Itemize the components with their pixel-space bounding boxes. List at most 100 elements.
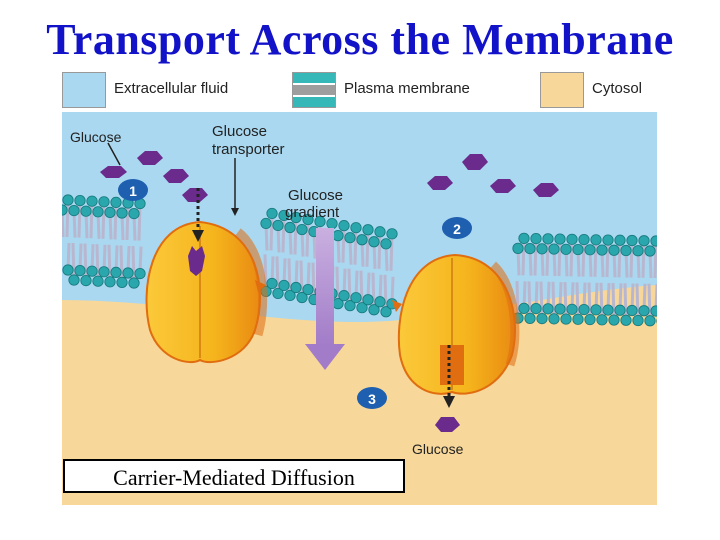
- lipid-head: [585, 314, 595, 324]
- label-glucose-bottom: Glucose: [412, 441, 464, 457]
- lipid-head: [543, 234, 553, 244]
- lipid-head: [57, 205, 67, 215]
- lipid-head: [117, 277, 127, 287]
- lipid-head: [531, 303, 541, 313]
- lipid-head: [297, 224, 307, 234]
- lipid-head: [375, 297, 385, 307]
- lipid-head: [75, 195, 85, 205]
- lipid-head: [87, 266, 97, 276]
- lipid-head: [579, 304, 589, 314]
- lipid-head: [645, 246, 655, 256]
- lipid-head: [573, 314, 583, 324]
- lipid-head: [123, 268, 133, 278]
- lipid-head: [615, 305, 625, 315]
- lipid-head: [363, 225, 373, 235]
- lipid-head: [597, 245, 607, 255]
- lipid-head: [81, 275, 91, 285]
- lipid-head: [81, 206, 91, 216]
- lipid-head: [549, 244, 559, 254]
- label-gradient-line2: gradient: [285, 204, 340, 221]
- lipid-head: [561, 314, 571, 324]
- lipid-head: [267, 208, 277, 218]
- lipid-head: [651, 236, 661, 246]
- lipid-head: [87, 196, 97, 206]
- lipid-head: [513, 243, 523, 253]
- lipid-head: [555, 304, 565, 314]
- lipid-head: [621, 245, 631, 255]
- lipid-head: [363, 295, 373, 305]
- lipid-head: [351, 223, 361, 233]
- label-transporter-line1: Glucose: [212, 123, 267, 140]
- lipid-head: [537, 313, 547, 323]
- lipid-head: [345, 233, 355, 243]
- lipid-head: [375, 227, 385, 237]
- lipid-head: [63, 195, 73, 205]
- lipid-head: [639, 236, 649, 246]
- lipid-head: [69, 275, 79, 285]
- lipid-head: [99, 197, 109, 207]
- lipid-head: [633, 246, 643, 256]
- lipid-head: [567, 234, 577, 244]
- lipid-head: [129, 208, 139, 218]
- lipid-head: [357, 235, 367, 245]
- lipid-head: [531, 233, 541, 243]
- lipid-head: [75, 265, 85, 275]
- lipid-head: [99, 267, 109, 277]
- lipid-head: [135, 268, 145, 278]
- lipid-head: [519, 233, 529, 243]
- lipid-head: [279, 280, 289, 290]
- lipid-head: [93, 207, 103, 217]
- lipid-head: [519, 303, 529, 313]
- caption-box: Carrier-Mediated Diffusion: [63, 459, 405, 493]
- lipid-head: [351, 293, 361, 303]
- lipid-head: [597, 315, 607, 325]
- lipid-head: [333, 230, 343, 240]
- lipid-head: [339, 290, 349, 300]
- lipid-head: [387, 229, 397, 239]
- lipid-head: [369, 237, 379, 247]
- lipid-head: [525, 243, 535, 253]
- lipid-head: [525, 313, 535, 323]
- lipid-head: [609, 315, 619, 325]
- lipid-head: [303, 284, 313, 294]
- lipid-head: [537, 244, 547, 254]
- lipid-head: [93, 276, 103, 286]
- lipid-head: [621, 315, 631, 325]
- lipid-head: [645, 316, 655, 326]
- lipid-head: [549, 314, 559, 324]
- lipid-head: [591, 235, 601, 245]
- lipid-head: [555, 234, 565, 244]
- lipid-head: [639, 306, 649, 316]
- lipid-head: [285, 222, 295, 232]
- lipid-head: [339, 220, 349, 230]
- lipid-head: [105, 277, 115, 287]
- lipid-head: [267, 278, 277, 288]
- lipid-head: [273, 220, 283, 230]
- lipid-head: [651, 306, 661, 316]
- lipid-head: [117, 208, 127, 218]
- lipid-head: [561, 244, 571, 254]
- lipid-head: [129, 278, 139, 288]
- lipid-head: [603, 305, 613, 315]
- lipid-head: [609, 245, 619, 255]
- lipid-head: [633, 315, 643, 325]
- lipid-head: [111, 267, 121, 277]
- lipid-head: [111, 197, 121, 207]
- lipid-head: [567, 304, 577, 314]
- lipid-head: [381, 239, 391, 249]
- lipid-head: [657, 316, 667, 326]
- lipid-head: [627, 235, 637, 245]
- step-label-3: 3: [368, 391, 376, 407]
- lipid-head: [573, 244, 583, 254]
- lipid-head: [615, 235, 625, 245]
- lipid-head: [291, 282, 301, 292]
- lipid-head: [63, 265, 73, 275]
- carrier-protein-1: [147, 222, 266, 362]
- lipid-head: [69, 205, 79, 215]
- lipid-head: [261, 218, 271, 228]
- lipid-tail: [661, 284, 662, 321]
- lipid-head: [579, 234, 589, 244]
- step-label-2: 2: [453, 221, 461, 237]
- lipid-head: [627, 305, 637, 315]
- label-glucose-top: Glucose: [70, 129, 122, 145]
